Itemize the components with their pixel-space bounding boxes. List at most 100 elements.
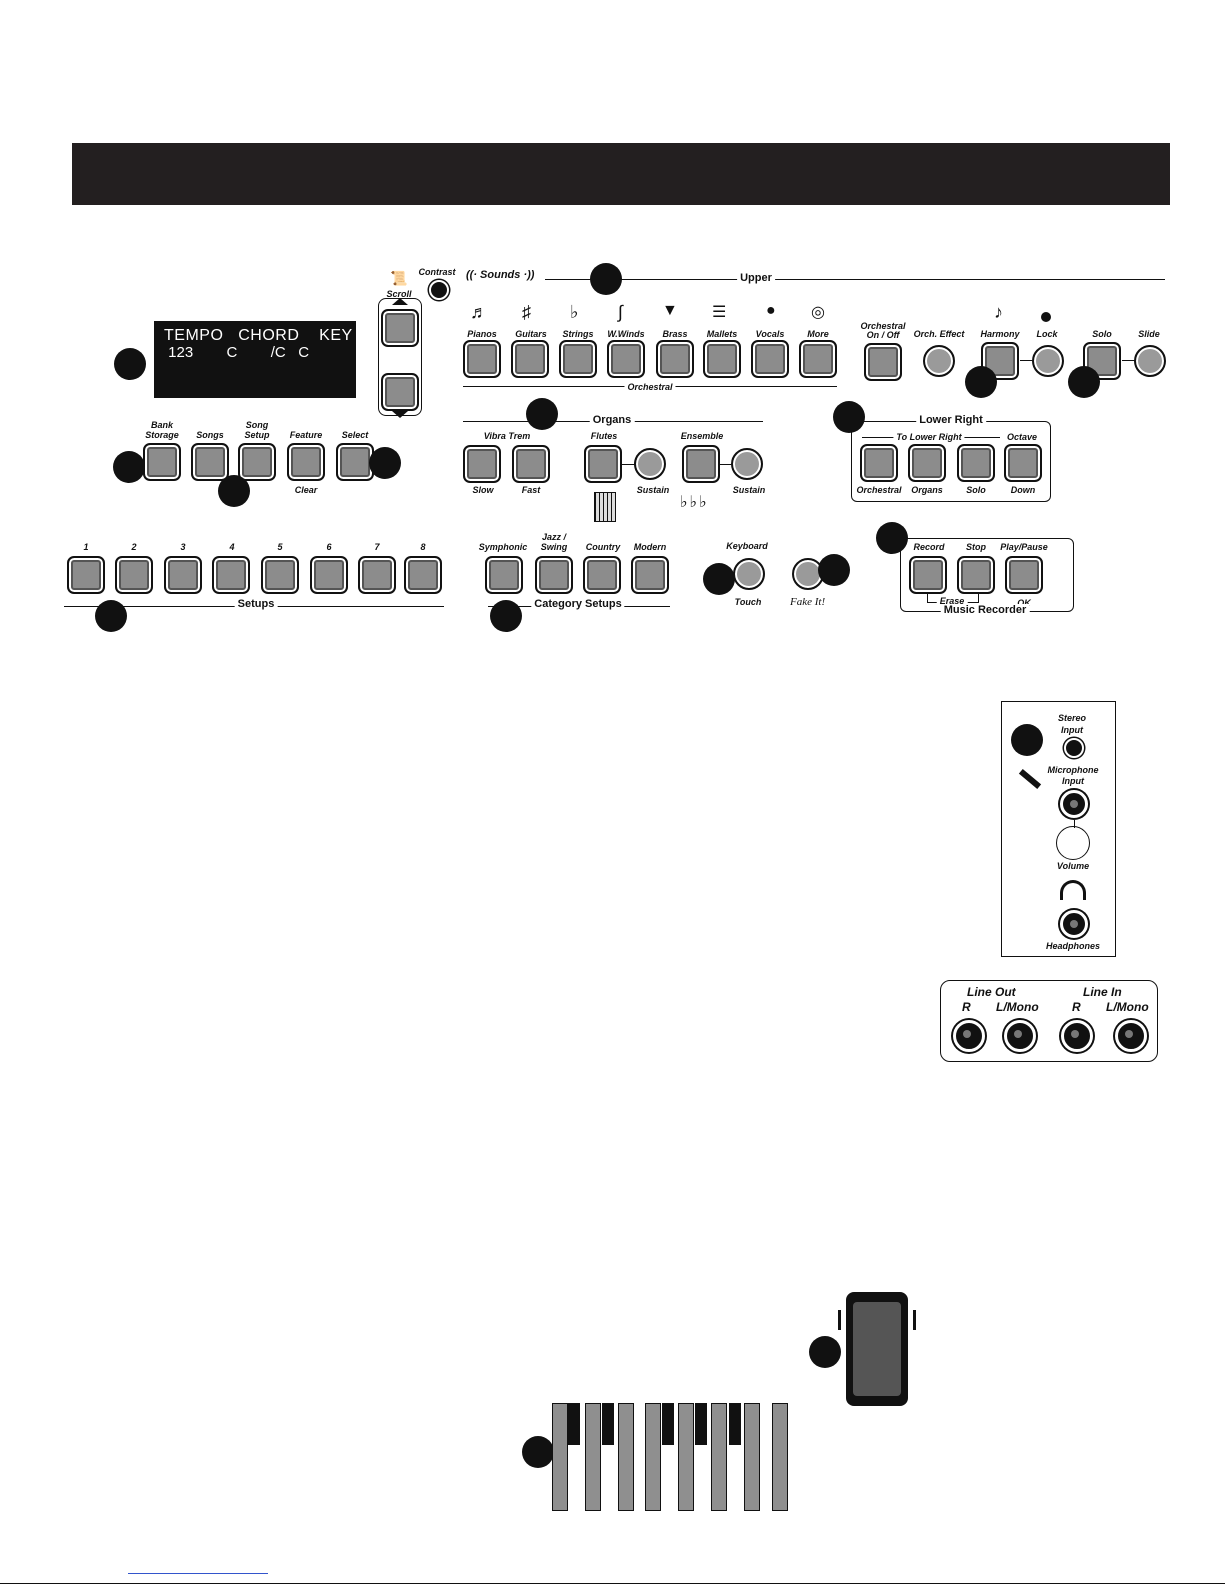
callout-marker (114, 348, 146, 380)
white-key[interactable] (711, 1403, 727, 1511)
sustain1-label: Sustain (636, 485, 670, 495)
song-setup-button[interactable] (238, 443, 276, 481)
brass-button[interactable] (656, 340, 694, 378)
lower-solo-button[interactable] (957, 444, 995, 482)
line-in-lmono-jack[interactable] (1115, 1020, 1147, 1052)
harmony-label: Harmony (980, 329, 1020, 339)
clear-label: Clear (294, 485, 318, 495)
white-key[interactable] (618, 1403, 634, 1511)
lower-organs-label: Organs (911, 485, 943, 495)
brass-label: Brass (662, 329, 688, 339)
setup-5-button[interactable] (261, 556, 299, 594)
stereo-input-jack[interactable] (1064, 738, 1084, 758)
songs-button[interactable] (191, 443, 229, 481)
vibratrem-fast-button[interactable] (512, 445, 550, 483)
select-button[interactable] (336, 443, 374, 481)
lower-orchestral-button[interactable] (860, 444, 898, 482)
pianos-button[interactable] (463, 340, 501, 378)
black-key[interactable] (602, 1403, 614, 1445)
bank-label-2: Storage (145, 430, 179, 440)
mallets-icon: ☰ (712, 304, 727, 321)
wwinds-button[interactable] (607, 340, 645, 378)
feature-label: Feature (289, 430, 323, 440)
callout-marker (369, 447, 401, 479)
symphonic-button[interactable] (485, 556, 523, 594)
white-key[interactable] (678, 1403, 694, 1511)
guitar-icon: ♯ (522, 302, 531, 322)
record-button[interactable] (909, 556, 947, 594)
playpause-button[interactable] (1005, 556, 1043, 594)
country-label: Country (585, 542, 621, 552)
setup-3-button[interactable] (164, 556, 202, 594)
black-key[interactable] (729, 1403, 741, 1445)
orch-effect-button[interactable] (923, 345, 955, 377)
callout-marker (809, 1336, 841, 1368)
microphone-input-jack[interactable] (1060, 790, 1088, 818)
mallets-button[interactable] (703, 340, 741, 378)
song-setup-label-2: Setup (244, 430, 270, 440)
orchestral-onoff-label-1: Orchestral (860, 321, 906, 331)
setup-4-button[interactable] (212, 556, 250, 594)
flutes-button[interactable] (584, 445, 622, 483)
piano-icon: ♬ (470, 302, 488, 322)
ensemble-button[interactable] (682, 445, 720, 483)
ensemble-sustain-button[interactable] (731, 448, 763, 480)
modern-button[interactable] (631, 556, 669, 594)
orchestral-label: Orchestral (624, 382, 676, 392)
guitars-button[interactable] (511, 340, 549, 378)
black-key[interactable] (695, 1403, 707, 1445)
microphone-input-label: Input (1062, 776, 1084, 786)
line-out-r-label: R (962, 1000, 971, 1014)
scroll-down-button[interactable] (381, 373, 419, 411)
black-key[interactable] (662, 1403, 674, 1445)
modern-label: Modern (633, 542, 667, 552)
callout-marker (522, 1436, 554, 1468)
microphone-label: Microphone (1047, 765, 1099, 775)
contrast-knob[interactable] (429, 280, 449, 300)
mic-volume-link (1074, 820, 1075, 828)
saxophone-icon: ∫ (618, 302, 623, 322)
vibratrem-slow-button[interactable] (463, 445, 501, 483)
orchestral-onoff-button[interactable] (864, 343, 902, 381)
setups-title: Setups (234, 598, 278, 610)
callout-marker (818, 554, 850, 586)
flutes-sustain-button[interactable] (634, 448, 666, 480)
vocals-label: Vocals (755, 329, 785, 339)
white-key[interactable] (552, 1403, 568, 1511)
line-out-r-jack[interactable] (953, 1020, 985, 1052)
vocals-button[interactable] (751, 340, 789, 378)
stop-button[interactable] (957, 556, 995, 594)
setup-7-button[interactable] (358, 556, 396, 594)
headphones-jack[interactable] (1060, 910, 1088, 938)
trumpet-icon: ▼ (662, 302, 678, 319)
lower-organs-button[interactable] (908, 444, 946, 482)
line-in-lmono-label: L/Mono (1106, 1000, 1149, 1014)
wwinds-label: W.Winds (607, 329, 645, 339)
white-key[interactable] (744, 1403, 760, 1511)
setup-2-button[interactable] (115, 556, 153, 594)
setup-1-button[interactable] (67, 556, 105, 594)
keyboard-touch-button[interactable] (733, 558, 765, 590)
feature-button[interactable] (287, 443, 325, 481)
volume-knob[interactable] (1056, 826, 1090, 860)
slide-button[interactable] (1134, 345, 1166, 377)
vibratrem-label: Vibra Trem (483, 431, 531, 441)
setup-8-button[interactable] (404, 556, 442, 594)
white-key[interactable] (645, 1403, 661, 1511)
lock-button[interactable] (1032, 345, 1064, 377)
country-button[interactable] (583, 556, 621, 594)
black-key[interactable] (568, 1403, 580, 1445)
keyboard-touch-label-bottom: Touch (734, 597, 762, 607)
more-button[interactable] (799, 340, 837, 378)
white-key[interactable] (585, 1403, 601, 1511)
footer-link-underline (128, 1573, 268, 1574)
strings-button[interactable] (559, 340, 597, 378)
line-in-r-jack[interactable] (1061, 1020, 1093, 1052)
bank-storage-button[interactable] (143, 443, 181, 481)
white-key[interactable] (772, 1403, 788, 1511)
setup-6-button[interactable] (310, 556, 348, 594)
octave-down-button[interactable] (1004, 444, 1042, 482)
jazz-swing-button[interactable] (535, 556, 573, 594)
line-out-lmono-jack[interactable] (1004, 1020, 1036, 1052)
scroll-up-button[interactable] (381, 309, 419, 347)
